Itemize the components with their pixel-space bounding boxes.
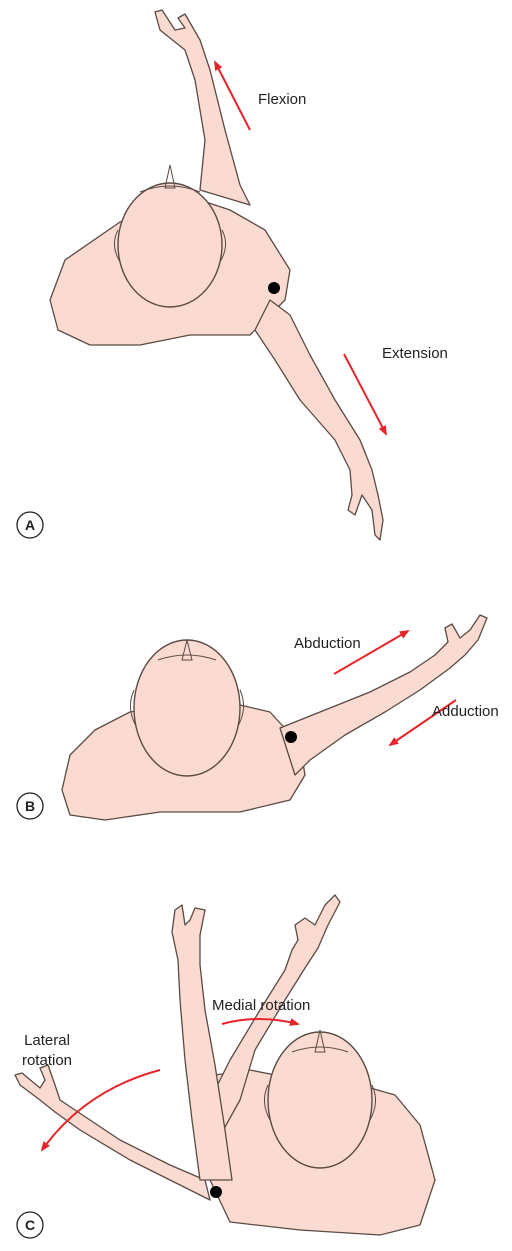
laterally-rotated-arm xyxy=(15,1065,210,1200)
adduction-label: Adduction xyxy=(432,703,499,720)
lateral-rotation-label-line2: rotation xyxy=(22,1052,72,1069)
raised-arm xyxy=(155,10,250,205)
extension-arrow xyxy=(344,354,386,434)
panel-c-letter: C xyxy=(25,1217,35,1233)
medial-rotation-label: Medial rotation xyxy=(212,997,310,1014)
neutral-arm xyxy=(172,905,232,1180)
head xyxy=(118,183,222,307)
extension-label: Extension xyxy=(382,345,448,362)
flexion-label: Flexion xyxy=(258,91,306,108)
shoulder-joint-dot xyxy=(285,731,297,743)
extended-arm xyxy=(255,300,383,540)
panel-b: Abduction Adduction B xyxy=(17,615,499,820)
panel-a-letter: A xyxy=(25,517,35,533)
lateral-rotation-label-line1: Lateral xyxy=(24,1032,70,1049)
abduction-label: Abduction xyxy=(294,635,361,652)
panel-b-letter: B xyxy=(25,798,35,814)
panel-c: Medial rotation Lateral rotation C xyxy=(15,895,435,1238)
shoulder-joint-dot xyxy=(268,282,280,294)
shoulder-joint-dot xyxy=(210,1186,222,1198)
panel-a: Flexion Extension A xyxy=(17,10,448,540)
